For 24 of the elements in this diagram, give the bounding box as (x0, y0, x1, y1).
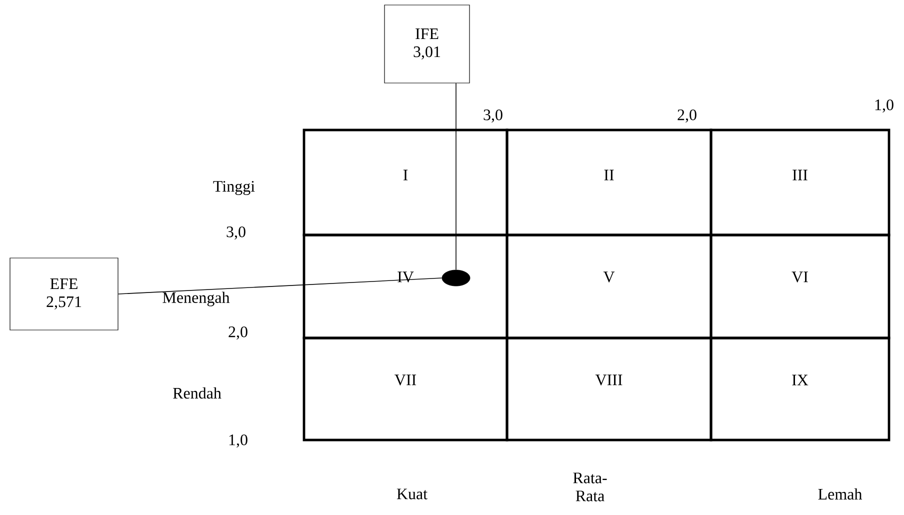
axis-label: Lemah (818, 488, 862, 500)
matrix-cell: III (710, 128, 890, 236)
axis-tick-label: 3,0 (226, 226, 246, 240)
axis-tick-label: 3,0 (484, 109, 502, 123)
position-dot (442, 270, 470, 286)
axis-tick-label: 1,0 (875, 99, 894, 113)
matrix-cell: II (506, 128, 712, 236)
axis-label: Menengah (162, 292, 230, 306)
matrix-cell: VIII (506, 336, 712, 442)
matrix-cell: VII (302, 336, 508, 442)
matrix-cell: I (302, 128, 508, 236)
matrix-cell: IX (710, 336, 890, 442)
leader-line (118, 278, 442, 294)
matrix-cell: V (506, 234, 712, 340)
axis-label: Rendah (173, 387, 222, 399)
value-box: IFE 3,01 (384, 4, 470, 84)
axis-tick-label: 2,0 (678, 109, 696, 123)
axis-label: Tinggi (213, 181, 255, 196)
axis-label: Kuat (396, 488, 428, 500)
value-box: EFE 2,571 (10, 258, 118, 330)
matrix-cell: VI (710, 234, 890, 340)
axis-label: Rata- Rata (573, 472, 607, 502)
axis-tick-label: 1,0 (229, 434, 248, 448)
axis-tick-label: 2,0 (228, 326, 248, 340)
